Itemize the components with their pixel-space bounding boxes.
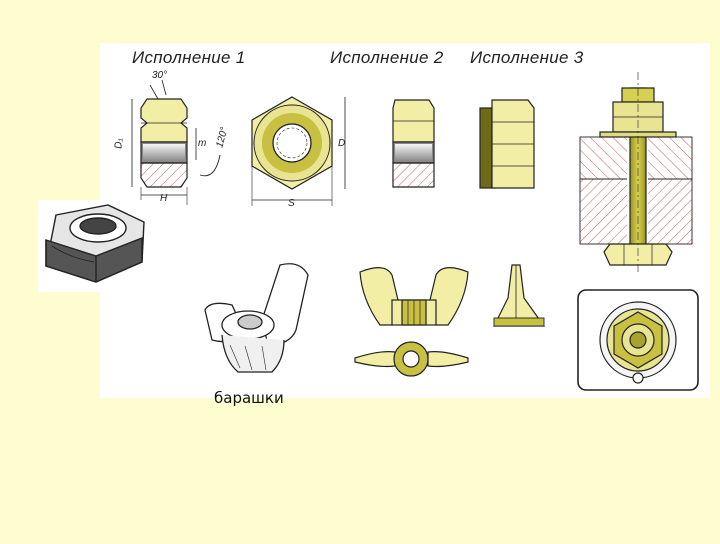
wing-nut-side-view bbox=[493, 264, 546, 327]
dim-d1: D₁ bbox=[113, 138, 125, 149]
heading-variant-2: Исполнение 2 bbox=[330, 48, 444, 67]
hex-nut-photo bbox=[38, 200, 148, 292]
dim-angle-30: 30° bbox=[152, 70, 168, 81]
castle-nut-assembly bbox=[579, 72, 693, 275]
dim-m: m bbox=[198, 138, 207, 149]
wing-nut-sketch bbox=[204, 263, 309, 373]
nut-v3-side-view bbox=[479, 99, 535, 189]
dim-h: H bbox=[160, 193, 168, 204]
dim-s: S bbox=[288, 198, 295, 209]
wing-nut-top-view bbox=[354, 341, 469, 377]
nut-v1-side-view bbox=[131, 79, 221, 205]
nut-v1-top-view bbox=[251, 96, 346, 206]
dim-d: D bbox=[338, 138, 346, 149]
castle-nut-top-view bbox=[577, 289, 699, 391]
heading-variant-1: Исполнение 1 bbox=[132, 48, 246, 67]
nut-v2-side-view bbox=[392, 99, 435, 188]
wing-nut-caption: барашки bbox=[214, 389, 284, 407]
wing-nut-front-view bbox=[359, 267, 469, 326]
heading-variant-3: Исполнение 3 bbox=[470, 48, 584, 67]
